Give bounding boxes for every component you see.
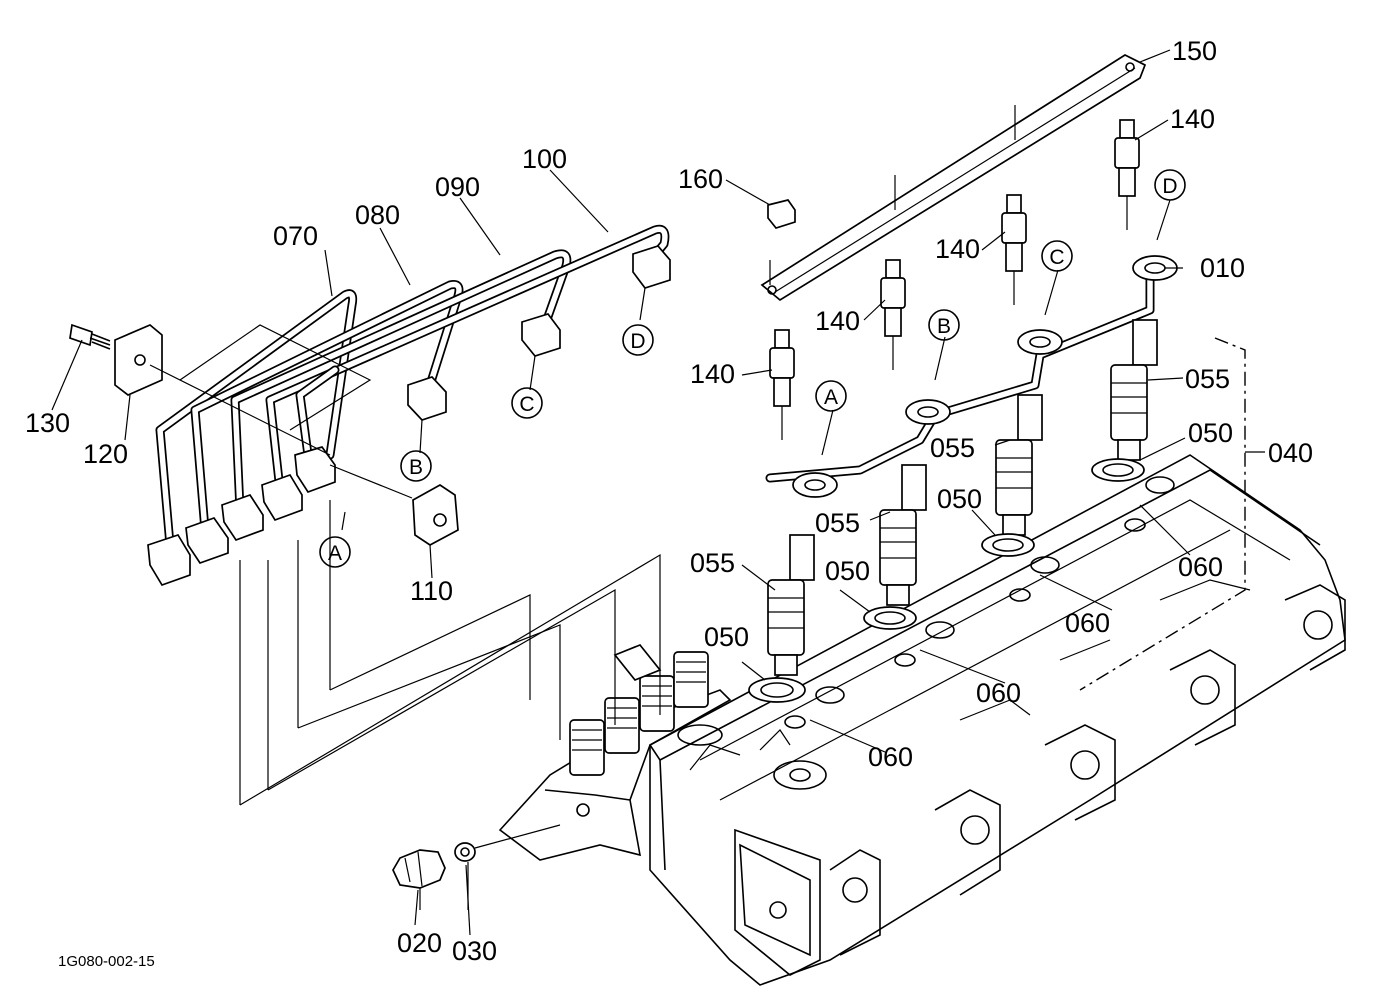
callout-060-d: 060 [1178, 552, 1223, 582]
callout-160: 160 [678, 164, 723, 194]
connector-head-c: C [1049, 246, 1064, 269]
callout-140-d: 140 [1170, 104, 1215, 134]
drawing-id: 1G080-002-15 [58, 953, 155, 970]
callout-060-c: 060 [1065, 608, 1110, 638]
connector-head-a: A [824, 386, 838, 409]
callout-140-c: 140 [935, 234, 980, 264]
bolt-130 [69, 323, 111, 350]
callout-050-c: 050 [937, 484, 982, 514]
nozzle-holders-055 [748, 319, 1158, 703]
callout-090: 090 [435, 172, 480, 202]
callout-055-c: 055 [930, 433, 975, 463]
part-callouts: 150 140 160 100 090 080 070 140 010 140 … [25, 36, 1313, 970]
callout-055-b: 055 [815, 508, 860, 538]
overflow-pipe-010 [765, 255, 1178, 498]
callout-020: 020 [397, 928, 442, 958]
washer-030 [419, 824, 561, 910]
pipe-clamp-120 [114, 324, 331, 456]
connector-head-b: B [937, 315, 951, 338]
callout-100: 100 [522, 144, 567, 174]
connector-pipe-b: B [409, 456, 423, 479]
injection-pump-outlets [239, 500, 732, 861]
callout-060-a: 060 [868, 742, 913, 772]
connector-letters: A B C D A B C D [319, 169, 1186, 568]
callout-080: 080 [355, 200, 400, 230]
callout-010: 010 [1200, 253, 1245, 283]
callout-055-a: 055 [690, 548, 735, 578]
callout-050-b: 050 [825, 556, 870, 586]
callout-055-d: 055 [1185, 364, 1230, 394]
callout-110: 110 [410, 576, 453, 606]
connector-pipe-c: C [519, 393, 534, 416]
cylinder-head [649, 454, 1346, 986]
callout-140-b: 140 [815, 306, 860, 336]
callout-050-d: 050 [1188, 418, 1233, 448]
callout-140-a: 140 [690, 359, 735, 389]
fitting-020 [392, 849, 446, 889]
callout-120: 120 [83, 439, 128, 469]
connector-head-d: D [1162, 175, 1177, 198]
glow-plug-lead-150 [760, 54, 1147, 302]
callout-030: 030 [452, 936, 497, 966]
injection-pipes [147, 224, 671, 587]
callout-130: 130 [25, 408, 70, 438]
callout-060-b: 060 [976, 678, 1021, 708]
connector-pipe-d: D [630, 330, 645, 353]
callout-040: 040 [1268, 438, 1313, 468]
callout-150: 150 [1172, 36, 1217, 66]
callout-070: 070 [273, 221, 318, 251]
leader-lines [51, 49, 1265, 936]
pipe-clamp-110 [329, 464, 459, 546]
glow-plugs-140 [769, 119, 1140, 440]
connector-pipe-a: A [328, 542, 342, 565]
nut-160 [767, 199, 796, 229]
callout-050-a: 050 [704, 622, 749, 652]
